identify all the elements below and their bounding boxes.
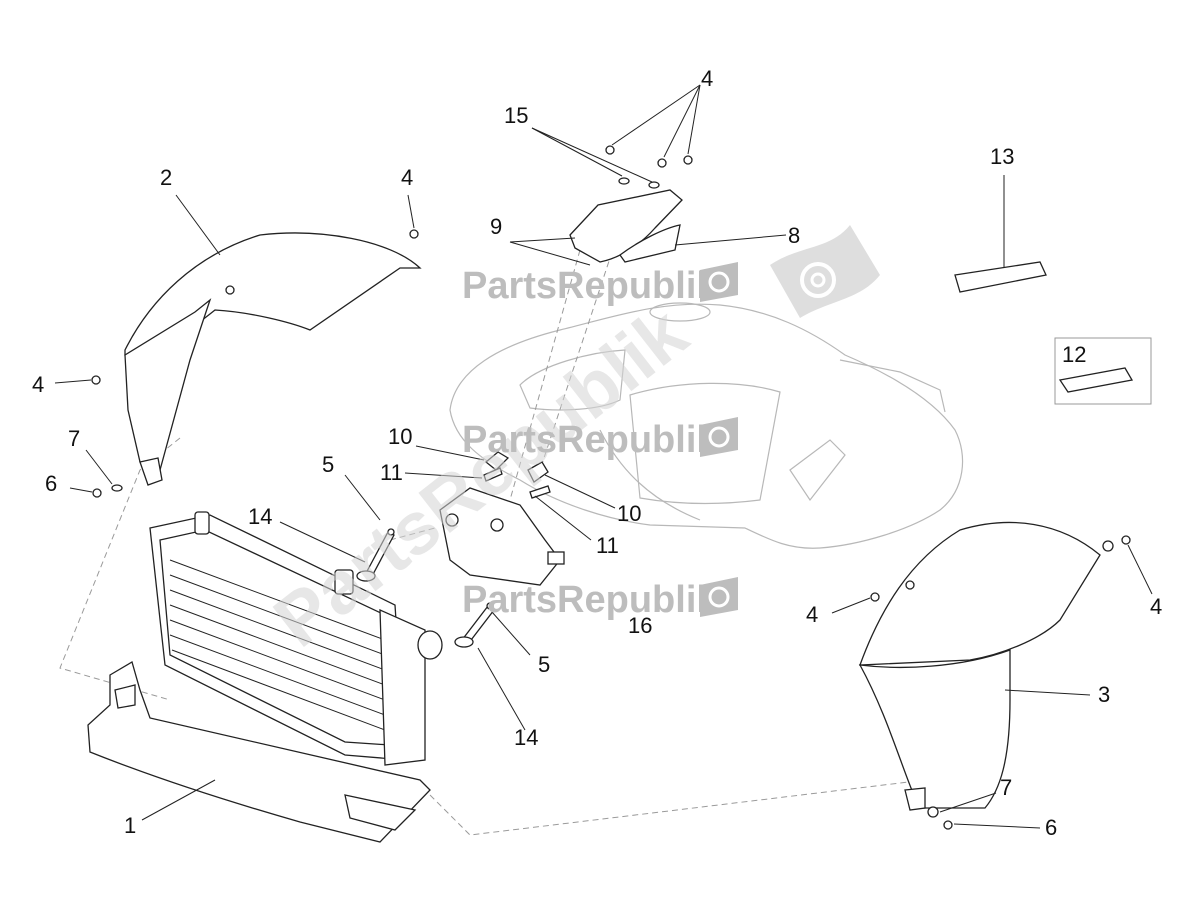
radiator <box>149 511 443 766</box>
callout-5-lower: 5 <box>538 652 550 677</box>
callout-6-right: 6 <box>1045 815 1057 840</box>
callout-5-upper: 5 <box>322 452 334 477</box>
lower-radiator-guard <box>87 661 431 843</box>
callout-2: 2 <box>160 165 172 190</box>
upper-headlight-bracket <box>569 189 683 263</box>
callout-13: 13 <box>990 144 1014 169</box>
pad-12-box <box>1054 337 1152 405</box>
fasteners <box>91 145 1131 830</box>
callout-4-right-inner: 4 <box>806 602 818 627</box>
callout-4-left: 4 <box>32 372 44 397</box>
callout-labels: 1 2 3 4 4 4 4 4 5 5 6 6 7 7 8 9 10 10 11… <box>32 66 1162 840</box>
leader-lines <box>54 84 1153 829</box>
callout-1: 1 <box>124 813 136 838</box>
big-flag-icon <box>770 225 880 318</box>
callout-8: 8 <box>788 223 800 248</box>
bolt-upper <box>356 531 395 582</box>
callout-9: 9 <box>490 214 502 239</box>
clips <box>483 451 551 499</box>
callout-4-top-left: 4 <box>401 165 413 190</box>
bolt-lower <box>454 605 495 648</box>
callout-11-upper: 11 <box>380 460 403 485</box>
callout-14-upper: 14 <box>248 504 272 529</box>
callout-6-left: 6 <box>45 471 57 496</box>
center-bracket <box>439 487 565 586</box>
callout-4-right-outer: 4 <box>1150 594 1162 619</box>
callout-16: 16 <box>628 613 652 638</box>
callout-10-lower: 10 <box>617 501 641 526</box>
watermark-text-2: PartsRepublik <box>462 419 718 461</box>
flag-icon <box>700 262 738 617</box>
callout-12: 12 <box>1062 342 1086 367</box>
callout-3: 3 <box>1098 682 1110 707</box>
watermark-text-3: PartsRepublik <box>462 579 718 621</box>
right-side-fairing <box>858 521 1101 811</box>
callout-14-lower: 14 <box>514 725 538 750</box>
pad-13 <box>954 261 1047 293</box>
callout-4-top: 4 <box>701 66 713 91</box>
callout-15: 15 <box>504 103 528 128</box>
left-side-fairing <box>124 232 422 486</box>
callout-7-left: 7 <box>68 426 80 451</box>
callout-11-lower: 11 <box>596 533 619 558</box>
callout-7-right: 7 <box>1000 775 1012 800</box>
gear-icon <box>708 271 730 608</box>
watermark-text-1: PartsRepublik <box>462 265 718 307</box>
callout-10-upper: 10 <box>388 424 412 449</box>
